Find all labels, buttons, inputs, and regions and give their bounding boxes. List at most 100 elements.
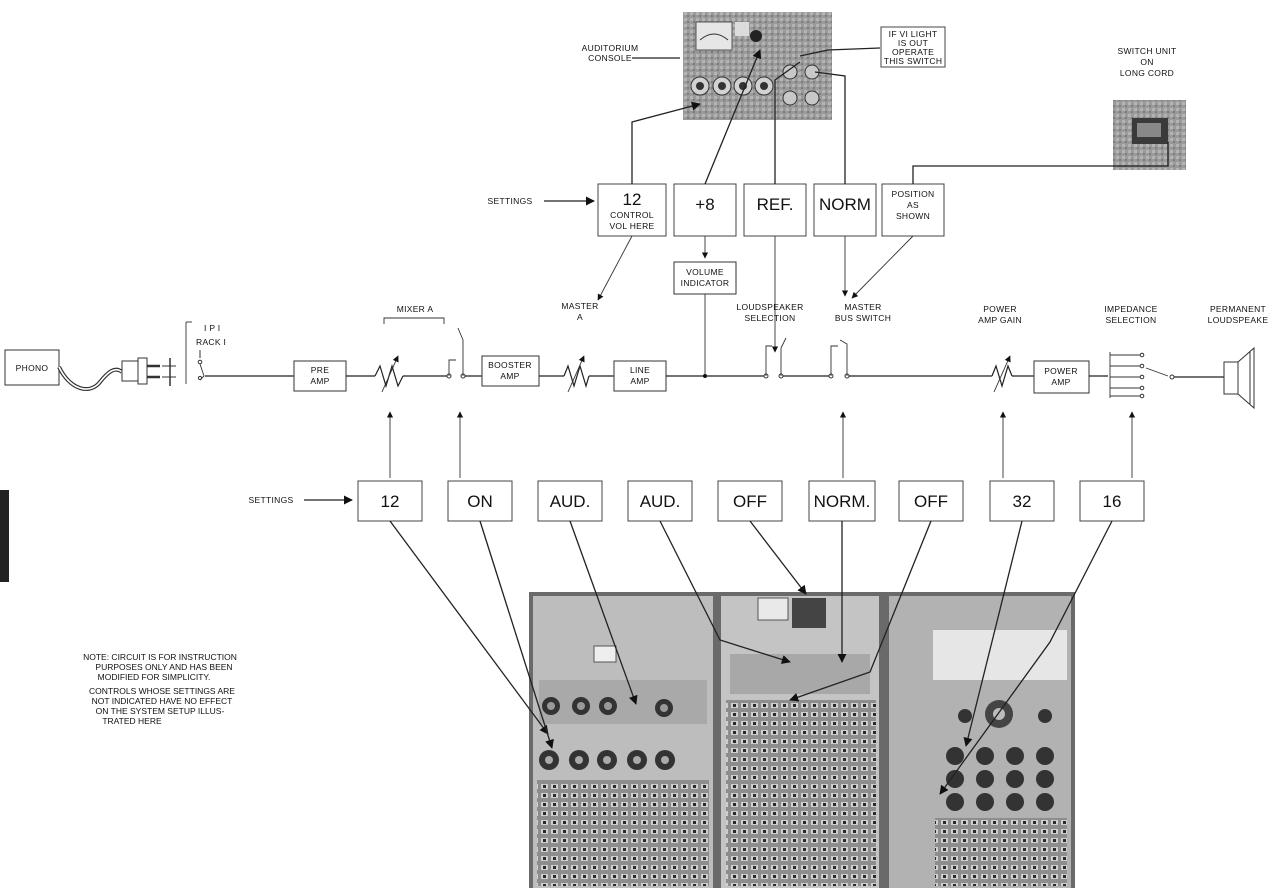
svg-text:SETTINGS: SETTINGS [249, 495, 294, 505]
svg-text:12: 12 [381, 492, 400, 511]
ref-setting-value: REF. [757, 195, 794, 214]
setting-box-aud-1: AUD. [537, 480, 603, 522]
control-setting-value: 12 [623, 190, 642, 209]
position-line2: AS [907, 200, 919, 210]
note-para1-line2: PURPOSES ONLY AND HAS BEEN [95, 662, 232, 672]
vi-setting-box: +8 [673, 183, 737, 237]
power-amp-gain-pot [991, 355, 1013, 393]
svg-text:AUD.: AUD. [550, 492, 591, 511]
ip1-jack: I P I RACK I [185, 321, 226, 384]
volume-indicator-box: VOLUME INDICATOR [673, 261, 737, 295]
note-para1-line1: NOTE: CIRCUIT IS FOR INSTRUCTION [83, 652, 237, 662]
ref-to-console-leader [774, 61, 801, 184]
power-amp-gain-label: POWER AMP GAIN [978, 304, 1022, 325]
position-to-switch-leader [912, 142, 1169, 184]
line-amp-box: LINE AMP [613, 360, 667, 392]
booster-line2: AMP [500, 371, 519, 381]
loudspeaker-line1: LOUDSPEAKER [736, 302, 803, 312]
preamp-line2: AMP [310, 376, 329, 386]
loudspeaker-switch [763, 337, 787, 379]
console-label-line1: AUDITORIUM [582, 43, 639, 53]
console-label: AUDITORIUM CONSOLE [582, 43, 680, 63]
master-a-line1: MASTER [561, 301, 598, 311]
master-bus-line2: BUS SWITCH [835, 313, 891, 323]
norm-setting-box: NORM [813, 183, 877, 237]
vi-note-line2: IS OUT [898, 38, 928, 48]
switch-unit-label: SWITCH UNIT ON LONG CORD [1117, 46, 1176, 78]
edge-strip [0, 490, 9, 582]
svg-text:SETTINGS: SETTINGS [488, 196, 533, 206]
control-to-console-leader [631, 101, 701, 184]
preamp-box: PRE AMP [293, 360, 347, 392]
auditorium-console-photo [683, 12, 832, 120]
position-line3: SHOWN [896, 211, 930, 221]
preamp-line1: PRE [311, 365, 329, 375]
setting-box-impedance: 16 [1079, 480, 1145, 522]
svg-text:NORM.: NORM. [814, 492, 871, 511]
control-setting-line2: CONTROL [610, 210, 654, 220]
power-gain-line1: POWER [983, 304, 1017, 314]
note-para2-line1: CONTROLS WHOSE SETTINGS ARE [89, 686, 235, 696]
master-a-pot [563, 355, 590, 393]
norm-setting-value: NORM [819, 195, 871, 214]
loudspeaker-line2: SELECTION [745, 313, 796, 323]
permanent-line1: PERMANENT [1210, 304, 1266, 314]
bottom-settings-row: 12 ON AUD. AUD. OFF NORM. OFF 32 [357, 480, 1145, 522]
ip1-label: I P I [204, 323, 220, 333]
volume-indicator-line1: VOLUME [686, 267, 724, 277]
note-para2-line3: ON THE SYSTEM SETUP ILLUS- [96, 706, 225, 716]
norm-to-console-leader [814, 71, 846, 184]
line-amp-line2: AMP [630, 376, 649, 386]
setting-box-off-1: OFF [717, 480, 783, 522]
switch-unit-photo [1113, 100, 1186, 170]
console-rack-photo [529, 592, 1075, 888]
note-para1-line3: MODIFIED FOR SIMPLICITY. [98, 672, 211, 682]
ref-setting-box: REF. [743, 183, 807, 237]
vi-note-line4: THIS SWITCH [884, 56, 943, 66]
power-gain-line2: AMP GAIN [978, 315, 1022, 325]
switch-unit-line2: ON [1140, 57, 1153, 67]
booster-amp-box: BOOSTER AMP [481, 355, 540, 387]
position-line1: POSITION [891, 189, 934, 199]
master-bus-label: MASTER BUS SWITCH [835, 302, 891, 323]
power-amp-box: POWER AMP [1033, 360, 1090, 394]
svg-text:ON: ON [467, 492, 493, 511]
line-amp-line1: LINE [630, 365, 650, 375]
permanent-loudspeaker-label: PERMANENT LOUDSPEAKE [1208, 304, 1269, 325]
svg-text:AUD.: AUD. [640, 492, 681, 511]
setting-box-norm: NORM. [808, 480, 876, 522]
svg-text:MIXER A: MIXER A [397, 304, 434, 314]
setting-box-mixer-switch: ON [447, 480, 513, 522]
svg-text:16: 16 [1103, 492, 1122, 511]
mixer-a-pot [374, 355, 404, 393]
bottom-leaders [389, 520, 1113, 795]
phono-box: PHONO [4, 349, 60, 386]
svg-text:PHONO: PHONO [16, 363, 49, 373]
svg-text:OFF: OFF [733, 492, 767, 511]
impedance-line2: SELECTION [1106, 315, 1157, 325]
switch-unit-line3: LONG CORD [1120, 68, 1174, 78]
power-amp-line2: AMP [1051, 377, 1070, 387]
volume-indicator-line2: INDICATOR [681, 278, 730, 288]
vi-setting-value: +8 [695, 195, 714, 214]
master-bus-switch [828, 339, 850, 379]
master-a-line2: A [577, 312, 583, 322]
switch-unit-line1: SWITCH UNIT [1117, 46, 1176, 56]
phono-plug-icon [57, 357, 176, 392]
control-to-master-leader [597, 235, 633, 301]
setting-box-aud-2: AUD. [627, 480, 693, 522]
setting-box-mixer: 12 [357, 480, 423, 522]
control-setting-box: 12 CONTROL VOL HERE [597, 183, 667, 237]
permanent-line2: LOUDSPEAKE [1208, 315, 1269, 325]
loudspeaker-icon [1223, 346, 1255, 410]
setting-box-off-2: OFF [898, 480, 964, 522]
vi-to-console-leader [704, 49, 762, 185]
bottom-settings-label: SETTINGS [249, 495, 353, 505]
mixer-a-label: MIXER A [383, 304, 445, 324]
position-setting-box: POSITION AS SHOWN [881, 183, 945, 237]
instruction-note: NOTE: CIRCUIT IS FOR INSTRUCTION PURPOSE… [83, 652, 237, 726]
note-para2-line4: TRATED HERE [102, 716, 162, 726]
impedance-selector [1109, 352, 1175, 399]
